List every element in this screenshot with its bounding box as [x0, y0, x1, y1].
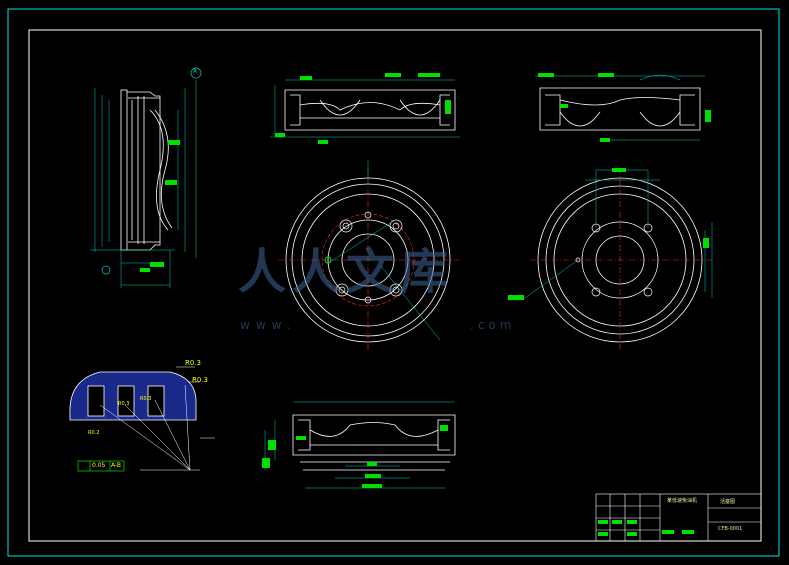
tolerance-datum: A-B: [111, 462, 122, 469]
roughness-label-4: R0.3: [140, 396, 152, 402]
side-section-view: [120, 89, 173, 251]
watermark-url-left: www.: [240, 318, 297, 332]
center-lines: [278, 168, 460, 352]
watermark-logo: 人人文库: [238, 244, 455, 300]
tolerance-frame: [77, 460, 125, 472]
title-block-drawing-no: CFB-0001: [718, 526, 743, 532]
title-block: [595, 493, 762, 542]
bottom-section-view: [292, 414, 456, 471]
datum-a-label: A: [193, 68, 198, 75]
watermark-url-right: .com: [470, 318, 516, 332]
top-middle-section: [284, 89, 456, 131]
tolerance-value: 0.05: [92, 462, 106, 469]
groove-detail-view: [69, 371, 197, 421]
side-view-labels: [140, 140, 180, 272]
bolt-holes-right: [575, 223, 653, 297]
roughness-label-2: R0.3: [192, 376, 208, 384]
roughness-label-1: R0.3: [185, 359, 201, 367]
inner-frame: [28, 29, 762, 542]
side-view-dimensions: [90, 80, 197, 288]
roughness-label-5: R0.2: [88, 430, 100, 436]
top-right-section: [539, 87, 701, 131]
title-block-part-name: 活塞图: [720, 499, 736, 505]
title-block-drawing-title: 某低速柴油机: [667, 498, 698, 504]
roughness-label-3: R0.3: [118, 401, 130, 407]
bolt-holes-center: [335, 211, 403, 304]
outer-frame: [7, 8, 780, 557]
